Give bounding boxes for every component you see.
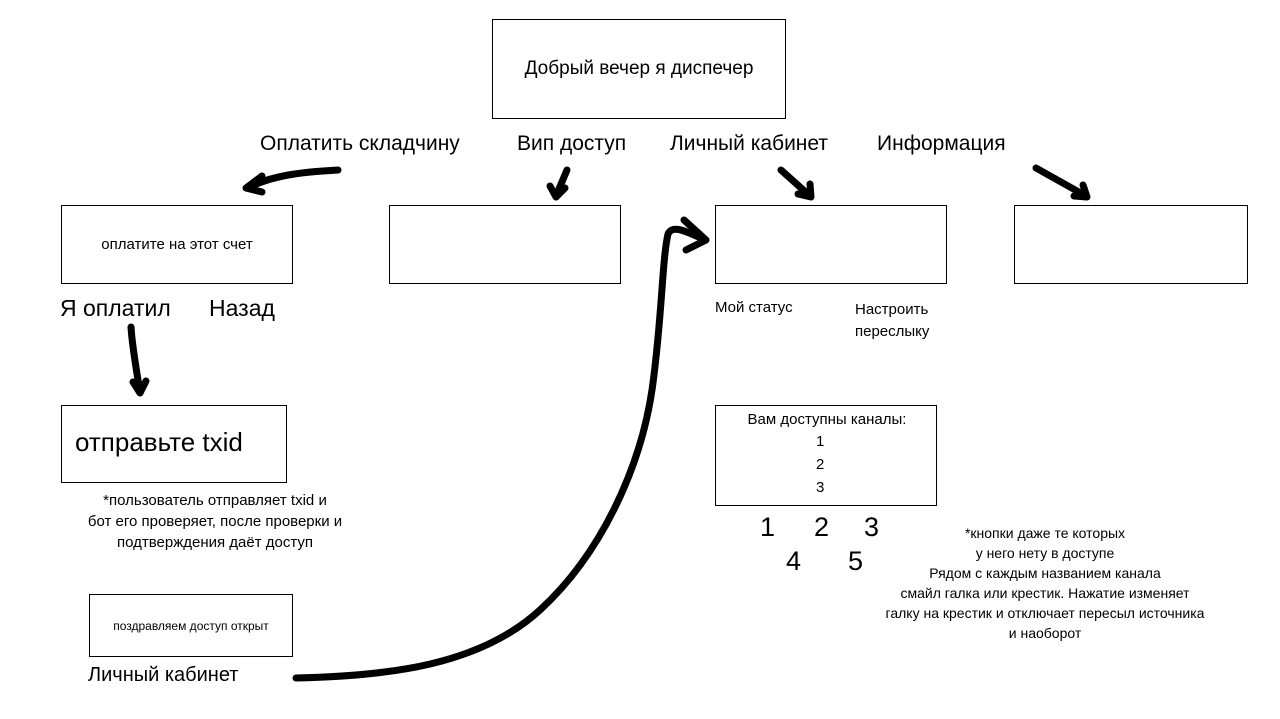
channel-toggle-button-5[interactable]: 5 — [848, 546, 864, 576]
arrow-bottom-cabinet-head — [680, 216, 710, 254]
channel-toggle-button-2[interactable]: 2 — [814, 512, 830, 542]
access-granted-box: поздравляем доступ открыт — [89, 594, 293, 657]
access-granted-message: поздравляем доступ открыт — [113, 618, 269, 633]
txid-note-line-2: бот его проверяет, после проверки и — [87, 513, 343, 530]
channels-note-line-3: Рядом с каждым названием канала — [929, 565, 1161, 581]
arrow-paid-head — [129, 377, 150, 397]
i-paid-button[interactable]: Я оплатил — [60, 295, 171, 321]
arrow-vip-to-vip-box — [552, 166, 571, 200]
personal-cabinet-button[interactable]: Личный кабинет — [670, 132, 828, 155]
channel-toggle-button-4[interactable]: 4 — [786, 546, 802, 576]
pay-prompt: оплатите на этот счет — [101, 236, 253, 253]
channels-note-line-4: смайл галка или крестик. Нажатие изменяе… — [900, 585, 1190, 601]
information-box — [1014, 205, 1248, 284]
arrow-paid-to-txid — [127, 323, 144, 396]
greeting-message: Добрый вечер я диспечер — [524, 58, 754, 79]
txid-note-line-1: *пользователь отправляет txid и — [103, 492, 327, 509]
personal-cabinet-box — [715, 205, 947, 284]
channel-list-item: 2 — [816, 456, 825, 473]
channels-note-line-1: *кнопки даже те которых — [964, 525, 1126, 541]
arrow-cabinet-head — [794, 180, 815, 201]
my-status-button[interactable]: Мой статус — [715, 299, 793, 316]
arrow-bottom-cabinet-to-cabinet-box — [292, 225, 709, 682]
channel-list-item: 1 — [816, 433, 825, 450]
arrow-cabinet-to-cabinet-box — [777, 166, 814, 200]
arrow-pay-to-pay-box — [244, 166, 342, 192]
txid-note: *пользователь отправляет txid и бот его … — [45, 490, 385, 553]
arrow-pay-head — [242, 172, 266, 196]
channels-note-line-6: и наоборот — [1008, 625, 1082, 641]
configure-forwarding-button[interactable]: Настроить переслыку — [855, 299, 929, 343]
available-channels-box: Вам доступны каналы: 1 2 3 — [715, 405, 937, 506]
back-button[interactable]: Назад — [209, 295, 275, 321]
configure-forwarding-line-2: переслыку — [855, 323, 930, 340]
information-button[interactable]: Информация — [877, 132, 1006, 155]
channels-note: *кнопки даже те которых у него нету в до… — [860, 523, 1230, 643]
txid-prompt: отправьте txid — [75, 427, 243, 457]
txid-prompt-box: отправьте txid — [61, 405, 287, 483]
pay-shared-purchase-button[interactable]: Оплатить складчину — [260, 132, 460, 155]
arrow-vip-head — [546, 182, 569, 201]
pay-prompt-box: оплатите на этот счет — [61, 205, 293, 284]
vip-access-button[interactable]: Вип доступ — [517, 132, 627, 155]
arrow-info-head — [1070, 181, 1091, 201]
channels-note-line-5: галку на крестик и отключает пересыл ист… — [885, 605, 1205, 621]
configure-forwarding-line-1: Настроить — [855, 301, 929, 318]
vip-access-box — [389, 205, 621, 284]
greeting-message-box: Добрый вечер я диспечер — [492, 19, 786, 119]
channels-note-line-2: у него нету в доступе — [975, 545, 1115, 561]
available-channels-title: Вам доступны каналы: — [747, 411, 907, 428]
arrow-info-to-info-box — [1032, 164, 1090, 200]
channel-list-item: 3 — [816, 479, 825, 496]
channel-toggle-button-1[interactable]: 1 — [760, 512, 776, 542]
channel-toggle-button-3[interactable]: 3 — [864, 512, 880, 542]
bottom-personal-cabinet-button[interactable]: Личный кабинет — [88, 664, 239, 686]
txid-note-line-3: подтверждения даёт доступ — [116, 534, 314, 551]
